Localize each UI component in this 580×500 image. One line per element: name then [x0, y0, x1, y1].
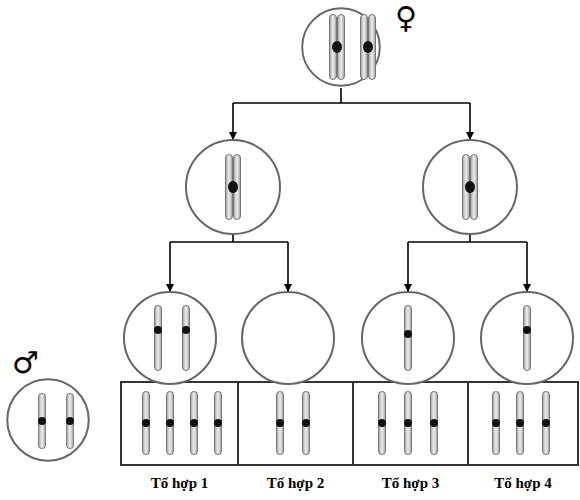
division-arrows — [170, 88, 527, 291]
male-cell: ♂ — [6, 378, 90, 462]
cell-outline — [301, 7, 381, 87]
combination-label: Tổ hợp 1 — [112, 474, 247, 492]
combination-box: Tổ hợp 2 — [237, 381, 354, 466]
cell-circle — [302, 8, 380, 86]
sex-symbol: ♂ — [12, 348, 39, 378]
combination-label: Tổ hợp 2 — [229, 474, 362, 492]
combination-box: Tổ hợp 4 — [467, 381, 579, 466]
female-cell: ♀ — [301, 7, 381, 87]
centromeres — [38, 41, 550, 427]
cell-circle — [7, 379, 88, 460]
cell-circles — [124, 140, 573, 384]
combination-label: Tổ hợp 4 — [459, 474, 580, 492]
combination-box: Tổ hợp 3 — [352, 381, 469, 466]
cell-outline — [6, 378, 90, 462]
sex-symbol: ♀ — [395, 3, 417, 33]
combination-label: Tổ hợp 3 — [344, 474, 477, 492]
combination-box: Tổ hợp 1 — [120, 381, 239, 466]
